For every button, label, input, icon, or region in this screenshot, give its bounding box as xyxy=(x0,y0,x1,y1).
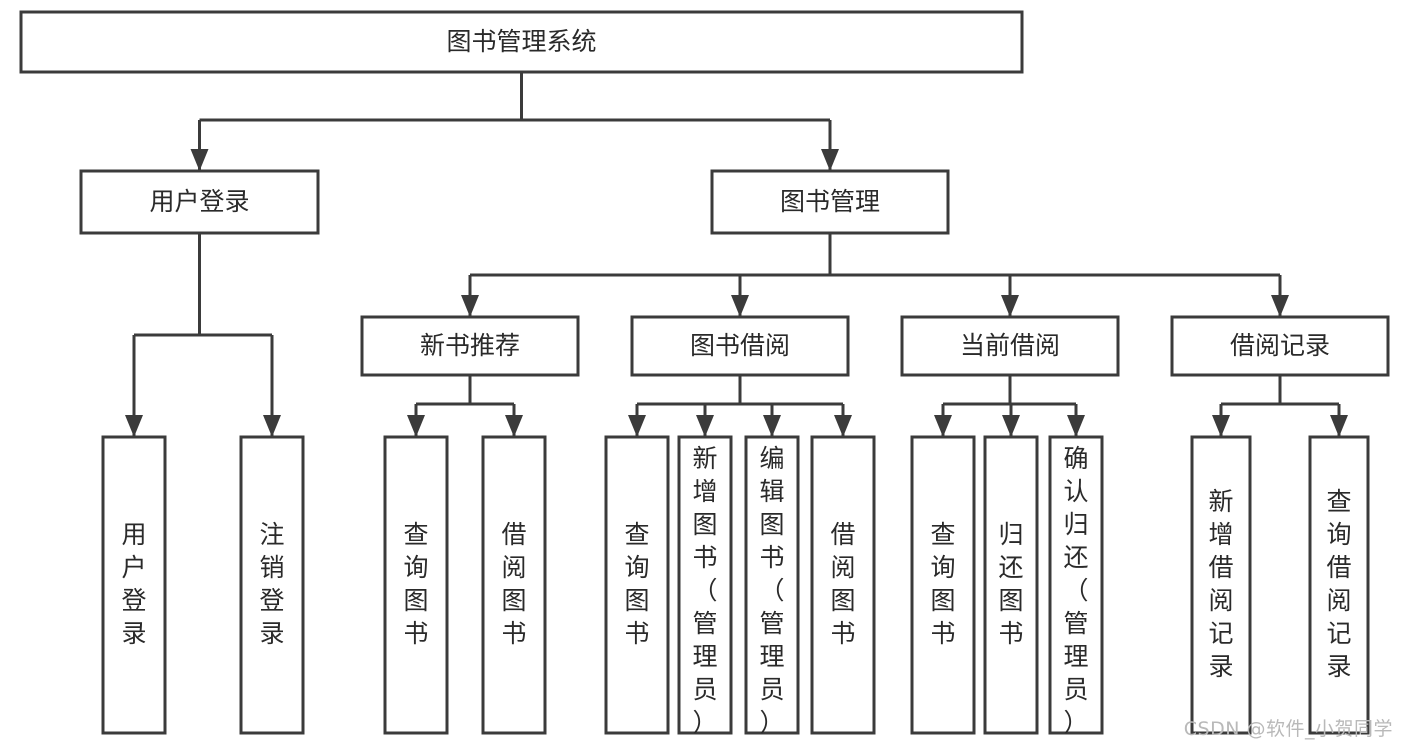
node-leaf-confirm-return-label: 确认归还（管理员） xyxy=(1063,444,1088,737)
node-leaf-add-book-box[interactable] xyxy=(677,435,733,735)
arrow-head-icon xyxy=(190,149,209,171)
node-user-login-box[interactable] xyxy=(79,169,320,235)
arrow-head-icon xyxy=(1001,295,1019,317)
node-root-label: 图书管理系统 xyxy=(446,27,596,56)
node-leaf-query-book-rec-box[interactable] xyxy=(383,435,449,735)
arrow-head-icon xyxy=(505,415,523,437)
arrow-head-icon xyxy=(934,415,952,437)
node-leaf-query-book-current-box[interactable] xyxy=(910,435,976,735)
arrow-head-icon xyxy=(1067,415,1085,437)
node-current-borrow-box[interactable] xyxy=(900,315,1120,377)
arrow-head-icon xyxy=(1271,295,1289,317)
node-book-manage-label: 图书管理 xyxy=(780,187,880,216)
node-current-borrow-label: 当前借阅 xyxy=(960,331,1060,360)
arrow-head-icon xyxy=(628,415,646,437)
node-leaf-user-logout-label: 注销登录 xyxy=(259,520,284,648)
node-leaf-add-book[interactable]: 新增图书（管理员） xyxy=(677,435,733,737)
nodes-layer: 图书管理系统用户登录图书管理新书推荐图书借阅当前借阅借阅记录用户登录注销登录查询… xyxy=(19,10,1390,737)
node-leaf-return-book[interactable]: 归还图书 xyxy=(983,435,1039,735)
node-user-login-label: 用户登录 xyxy=(149,187,249,216)
node-leaf-edit-book[interactable]: 编辑图书（管理员） xyxy=(744,435,800,737)
arrow-head-icon xyxy=(763,415,781,437)
arrow-head-icon xyxy=(696,415,714,437)
node-leaf-borrow-book-rec-label: 借阅图书 xyxy=(501,520,526,648)
node-new-book-recommend-label: 新书推荐 xyxy=(420,331,520,360)
arrow-head-icon xyxy=(834,415,852,437)
node-leaf-add-borrow-record-label: 新增借阅记录 xyxy=(1208,487,1233,681)
node-current-borrow[interactable]: 当前借阅 xyxy=(900,315,1120,377)
node-leaf-user-logout-box[interactable] xyxy=(239,435,305,735)
arrow-head-icon xyxy=(461,295,479,317)
connectors-layer xyxy=(125,72,1348,437)
node-leaf-query-book-current-label: 查询图书 xyxy=(930,520,955,648)
node-new-book-recommend-box[interactable] xyxy=(360,315,580,377)
node-leaf-user-login-box[interactable] xyxy=(101,435,167,735)
node-leaf-borrow-book-rec[interactable]: 借阅图书 xyxy=(481,435,547,735)
node-leaf-query-book-borrow-box[interactable] xyxy=(604,435,670,735)
node-leaf-borrow-book[interactable]: 借阅图书 xyxy=(810,435,876,735)
node-leaf-query-book-rec[interactable]: 查询图书 xyxy=(383,435,449,735)
node-leaf-confirm-return-box[interactable] xyxy=(1048,435,1104,735)
node-new-book-recommend[interactable]: 新书推荐 xyxy=(360,315,580,377)
node-leaf-query-book-borrow-label: 查询图书 xyxy=(624,520,649,648)
arrow-head-icon xyxy=(407,415,425,437)
node-leaf-borrow-book-box[interactable] xyxy=(810,435,876,735)
node-leaf-add-borrow-record[interactable]: 新增借阅记录 xyxy=(1190,435,1252,735)
node-borrow-record-box[interactable] xyxy=(1170,315,1390,377)
arrow-head-icon xyxy=(263,415,281,437)
arrow-head-icon xyxy=(1330,415,1348,437)
node-leaf-user-logout[interactable]: 注销登录 xyxy=(239,435,305,735)
node-leaf-edit-book-label: 编辑图书（管理员） xyxy=(759,444,784,737)
node-book-borrow-box[interactable] xyxy=(630,315,850,377)
node-leaf-query-borrow-record-label: 查询借阅记录 xyxy=(1326,487,1351,681)
node-leaf-query-borrow-record[interactable]: 查询借阅记录 xyxy=(1308,435,1370,735)
node-leaf-query-book-rec-label: 查询图书 xyxy=(403,520,428,648)
node-leaf-borrow-book-rec-box[interactable] xyxy=(481,435,547,735)
node-leaf-add-borrow-record-box[interactable] xyxy=(1190,435,1252,735)
arrow-head-icon xyxy=(1212,415,1230,437)
node-root[interactable]: 图书管理系统 xyxy=(19,10,1024,74)
node-root-box[interactable] xyxy=(19,10,1024,74)
node-borrow-record-label: 借阅记录 xyxy=(1230,331,1330,360)
node-book-borrow-label: 图书借阅 xyxy=(690,331,790,360)
node-leaf-query-borrow-record-box[interactable] xyxy=(1308,435,1370,735)
node-leaf-add-book-label: 新增图书（管理员） xyxy=(692,444,717,737)
node-leaf-query-book-borrow[interactable]: 查询图书 xyxy=(604,435,670,735)
node-leaf-edit-book-box[interactable] xyxy=(744,435,800,735)
arrow-head-icon xyxy=(125,415,143,437)
node-leaf-return-book-label: 归还图书 xyxy=(998,520,1023,648)
arrow-head-icon xyxy=(731,295,749,317)
node-borrow-record[interactable]: 借阅记录 xyxy=(1170,315,1390,377)
node-leaf-user-login[interactable]: 用户登录 xyxy=(101,435,167,735)
node-book-manage-box[interactable] xyxy=(710,169,950,235)
node-leaf-user-login-label: 用户登录 xyxy=(121,520,146,648)
node-leaf-query-book-current[interactable]: 查询图书 xyxy=(910,435,976,735)
arrow-head-icon xyxy=(1002,415,1020,437)
node-leaf-confirm-return[interactable]: 确认归还（管理员） xyxy=(1048,435,1104,737)
node-leaf-return-book-box[interactable] xyxy=(983,435,1039,735)
node-user-login[interactable]: 用户登录 xyxy=(79,169,320,235)
arrow-head-icon xyxy=(821,149,839,171)
node-book-borrow[interactable]: 图书借阅 xyxy=(630,315,850,377)
node-leaf-borrow-book-label: 借阅图书 xyxy=(830,520,855,648)
node-book-manage[interactable]: 图书管理 xyxy=(710,169,950,235)
